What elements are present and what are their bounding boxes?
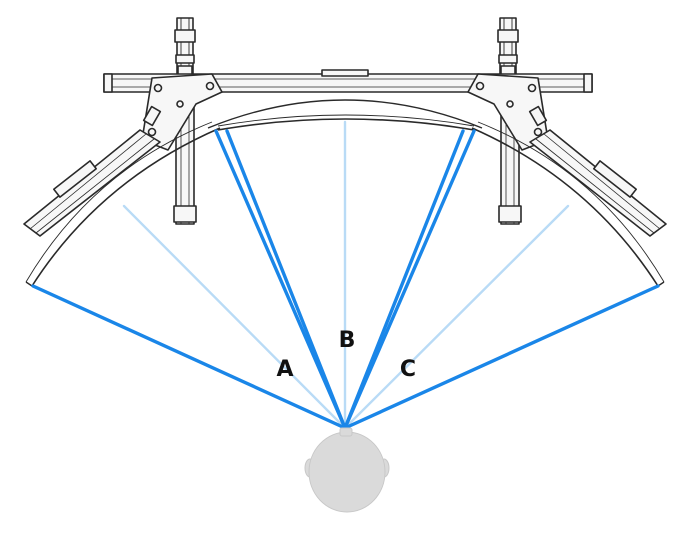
label-c: C — [400, 357, 416, 382]
sightline-left-edge — [31, 284, 347, 430]
sightlines-secondary — [122, 120, 570, 430]
center-monitor-back — [207, 99, 483, 129]
left-side-arm — [23, 129, 161, 237]
sightlines-primary — [31, 129, 660, 430]
right-monitor — [471, 127, 659, 287]
head-icon — [304, 427, 390, 513]
sightline-right-mid — [343, 204, 570, 430]
right-side-arm — [529, 129, 667, 237]
sightline-right-edge — [343, 284, 660, 430]
sightline-left-inner-a — [214, 129, 347, 430]
right-upright-post — [497, 17, 519, 85]
left-monitor — [31, 127, 221, 287]
center-monitor — [217, 118, 475, 131]
curved-monitors — [25, 99, 665, 287]
sightline-right-inner-b — [343, 129, 476, 430]
label-a: A — [276, 357, 293, 382]
label-b: B — [339, 328, 356, 353]
sightline-left-inner-b — [225, 129, 347, 430]
sightline-left-mid — [122, 204, 347, 430]
mounting-frame — [23, 17, 667, 237]
